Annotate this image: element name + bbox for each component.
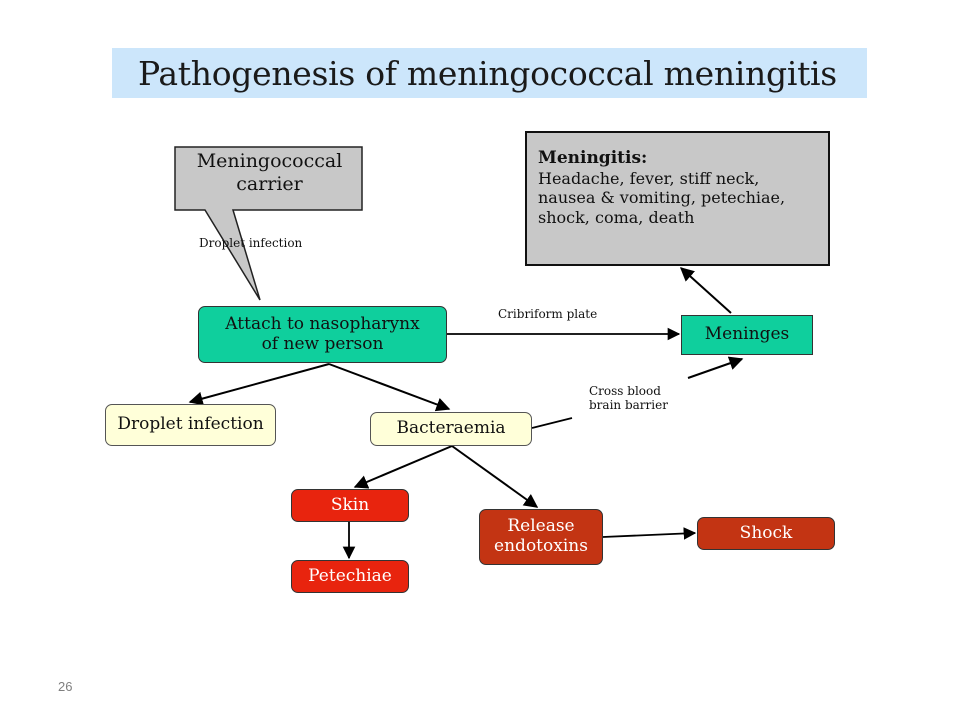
page-number: 26 bbox=[58, 679, 73, 694]
carrier-callout-shape bbox=[174, 146, 363, 301]
arrow-attach-to-droplet bbox=[188, 363, 330, 406]
edge-label-droplet-infection: Droplet infection bbox=[199, 236, 303, 250]
line-bacteraemia-to-bbb-label bbox=[531, 417, 573, 429]
node-meningococcal-carrier: Meningococcal carrier bbox=[196, 150, 343, 195]
arrow-bacteraemia-to-endotoxins bbox=[451, 445, 539, 508]
node-bacteraemia: Bacteraemia bbox=[370, 412, 532, 446]
node-meningitis: Meningitis: Headache, fever, stiff neck,… bbox=[525, 131, 830, 266]
arrow-bbb-to-meninges bbox=[687, 356, 744, 379]
arrow-meninges-to-meningitis bbox=[679, 267, 732, 314]
node-shock: Shock bbox=[697, 517, 835, 550]
node-attach-nasopharynx: Attach to nasopharynx of new person bbox=[198, 306, 447, 363]
edge-label-cross-bbb: Cross blood brain barrier bbox=[589, 384, 668, 413]
meningitis-heading: Meningitis: bbox=[538, 148, 648, 168]
meningitis-symptoms: Headache, fever, stiff neck, nausea & vo… bbox=[538, 168, 786, 227]
diagram-title: Pathogenesis of meningococcal meningitis bbox=[138, 54, 837, 93]
node-petechiae: Petechiae bbox=[291, 560, 409, 593]
node-release-endotoxins: Release endotoxins bbox=[479, 509, 603, 565]
edge-label-cribriform-plate: Cribriform plate bbox=[498, 307, 598, 321]
arrow-bacteraemia-to-skin bbox=[353, 445, 453, 489]
arrow-attach-to-bacteraemia bbox=[328, 363, 451, 412]
arrow-endotoxins-to-shock bbox=[602, 527, 697, 540]
node-skin: Skin bbox=[291, 489, 409, 522]
title-banner: Pathogenesis of meningococcal meningitis bbox=[112, 48, 867, 98]
node-meninges: Meninges bbox=[681, 315, 813, 355]
node-droplet-infection: Droplet infection bbox=[105, 404, 276, 446]
